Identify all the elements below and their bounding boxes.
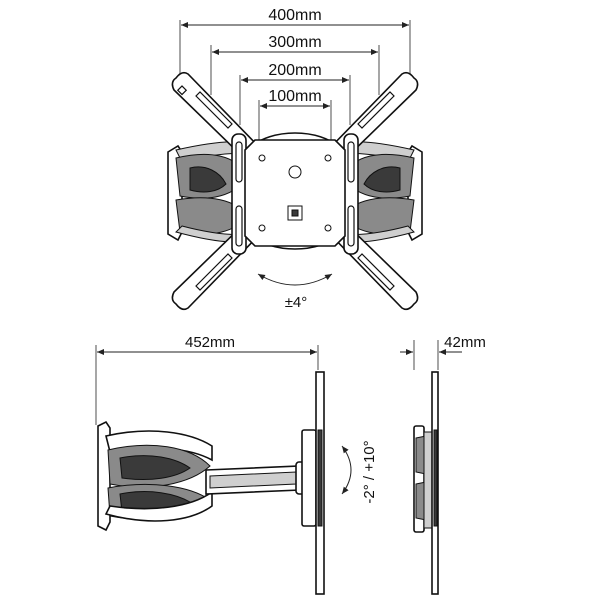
dimension-400-label: 400mm bbox=[268, 7, 321, 24]
dimension-300: 300mm bbox=[210, 34, 380, 95]
depth-label: 452mm bbox=[185, 334, 235, 351]
front-view: 400mm 300mm 200mm 100mm bbox=[167, 7, 423, 311]
swivel-indicator: ±4° bbox=[257, 273, 333, 311]
min-depth-label: 42mm bbox=[444, 334, 486, 351]
vesa-bracket bbox=[171, 71, 419, 311]
swivel-label: ±4° bbox=[285, 294, 308, 311]
dimension-452: 452mm bbox=[95, 334, 319, 425]
dimension-400: 400mm bbox=[179, 7, 411, 80]
dimension-100: 100mm bbox=[258, 88, 332, 140]
side-view: 452mm -2° / +10° bbox=[95, 334, 378, 595]
dimension-42: 42mm bbox=[400, 334, 486, 370]
dimension-300-label: 300mm bbox=[268, 34, 321, 51]
profile-view: 42mm bbox=[400, 334, 486, 595]
dimension-200-label: 200mm bbox=[268, 62, 321, 79]
tilt-label: -2° / +10° bbox=[361, 440, 378, 503]
dimension-200: 200mm bbox=[239, 62, 351, 125]
tilt-indicator: -2° / +10° bbox=[341, 440, 378, 504]
dimension-100-label: 100mm bbox=[268, 88, 321, 105]
